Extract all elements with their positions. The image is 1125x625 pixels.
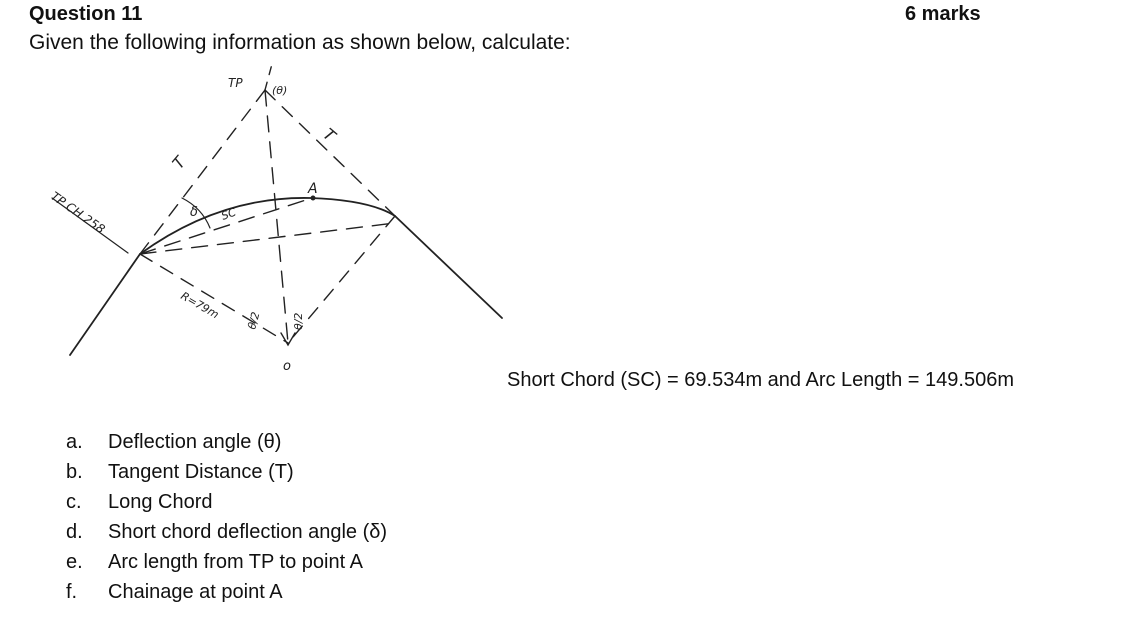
tangent-right-dashed xyxy=(264,89,396,217)
forward-tangent-line xyxy=(394,215,503,319)
part-text: Tangent Distance (T) xyxy=(108,461,294,483)
part-letter: f. xyxy=(66,581,78,603)
delta-label: δ xyxy=(190,205,198,220)
sc-label: SC xyxy=(220,205,239,222)
tp-underline xyxy=(51,197,129,254)
part-letter: a. xyxy=(66,431,83,453)
question-marks: 6 marks xyxy=(905,3,981,25)
list-item: a. Deflection angle (θ) xyxy=(66,427,387,457)
radius-label: R=79m xyxy=(179,289,222,321)
part-text: Short chord deflection angle (δ) xyxy=(108,521,388,543)
back-tangent-line xyxy=(69,253,141,356)
curve-diagram: TP (θ) T T A TP CH 258 SC δ R=79m θ/2 θ/… xyxy=(48,63,503,374)
part-letter: e. xyxy=(66,551,83,573)
given-values: Short Chord (SC) = 69.534m and Arc Lengt… xyxy=(507,369,1014,391)
theta-half-right-label: θ/2 xyxy=(292,313,305,330)
centre-label: o xyxy=(283,359,291,374)
part-text: Arc length from TP to point A xyxy=(108,551,363,573)
tangent-left-dashed xyxy=(139,89,266,255)
part-text: Chainage at point A xyxy=(108,581,283,603)
t-left-label: T xyxy=(169,152,191,173)
tp-top-label: TP xyxy=(228,76,243,90)
t-right-label: T xyxy=(319,125,340,147)
list-item: b. Tangent Distance (T) xyxy=(66,457,387,487)
list-item: f. Chainage at point A xyxy=(66,577,387,607)
tangent-extension xyxy=(264,63,273,91)
question-title: Question 11 xyxy=(29,3,143,25)
list-item: d. Short chord deflection angle (δ) xyxy=(66,517,387,547)
question-intro: Given the following information as shown… xyxy=(29,31,571,54)
short-chord xyxy=(139,197,313,255)
centre-arrow xyxy=(280,332,296,347)
list-item: c. Long Chord xyxy=(66,487,387,517)
delta-arc-arrow xyxy=(181,197,211,229)
centre-line xyxy=(264,89,289,344)
theta-top-label: (θ) xyxy=(272,84,287,97)
radius-right xyxy=(287,215,396,344)
curve-arc xyxy=(139,197,396,255)
part-text: Long Chord xyxy=(108,491,213,513)
chainage-label: TP CH 258 xyxy=(48,189,108,237)
part-letter: d. xyxy=(66,521,83,543)
part-letter: c. xyxy=(66,491,82,513)
list-item: e. Arc length from TP to point A xyxy=(66,547,387,577)
theta-half-left-label: θ/2 xyxy=(245,311,262,331)
part-text: Deflection angle (θ) xyxy=(108,431,282,453)
part-letter: b. xyxy=(66,461,83,483)
radius-left xyxy=(139,253,289,344)
long-chord xyxy=(139,222,396,255)
point-a-dot xyxy=(310,195,316,201)
point-a-label: A xyxy=(307,181,318,197)
question-parts-list: a. Deflection angle (θ) b. Tangent Dista… xyxy=(66,427,387,607)
